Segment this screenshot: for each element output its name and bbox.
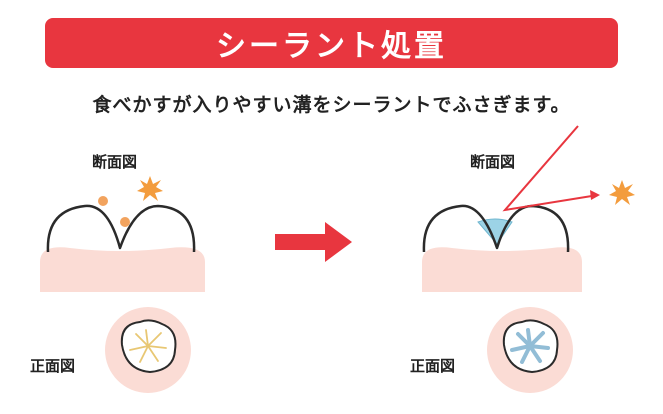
food-particle-icon [98,196,108,206]
groove-icon [129,329,167,363]
pointer-arrowhead [590,190,600,200]
sealed-groove-icon [510,328,550,364]
after-front-view-label: 正面図 [410,357,456,375]
title-banner: シーラント処置 [45,18,618,68]
before-cross-section [40,176,205,292]
page-title: シーラント処置 [216,29,447,64]
before-tooth-outline [46,204,196,253]
before-front-view-label: 正面図 [30,357,76,375]
after-front-view [487,307,573,393]
subtitle: 食べかすが入りやすい溝をシーラントでふさぎます。 [92,94,571,116]
before-gum [40,247,205,292]
after-cross-section-label: 断面図 [470,153,516,171]
bacteria-sparkle-icon [137,176,163,201]
after-tooth-outline [422,204,570,253]
after-cross-section [422,125,635,292]
sparkle-icon [609,180,635,205]
before-front-view [105,307,191,393]
pointer-line [502,125,599,212]
before-cross-section-label: 断面図 [92,153,138,171]
process-arrow [275,222,352,262]
food-particle-icon [120,217,130,227]
after-gum [422,247,582,292]
